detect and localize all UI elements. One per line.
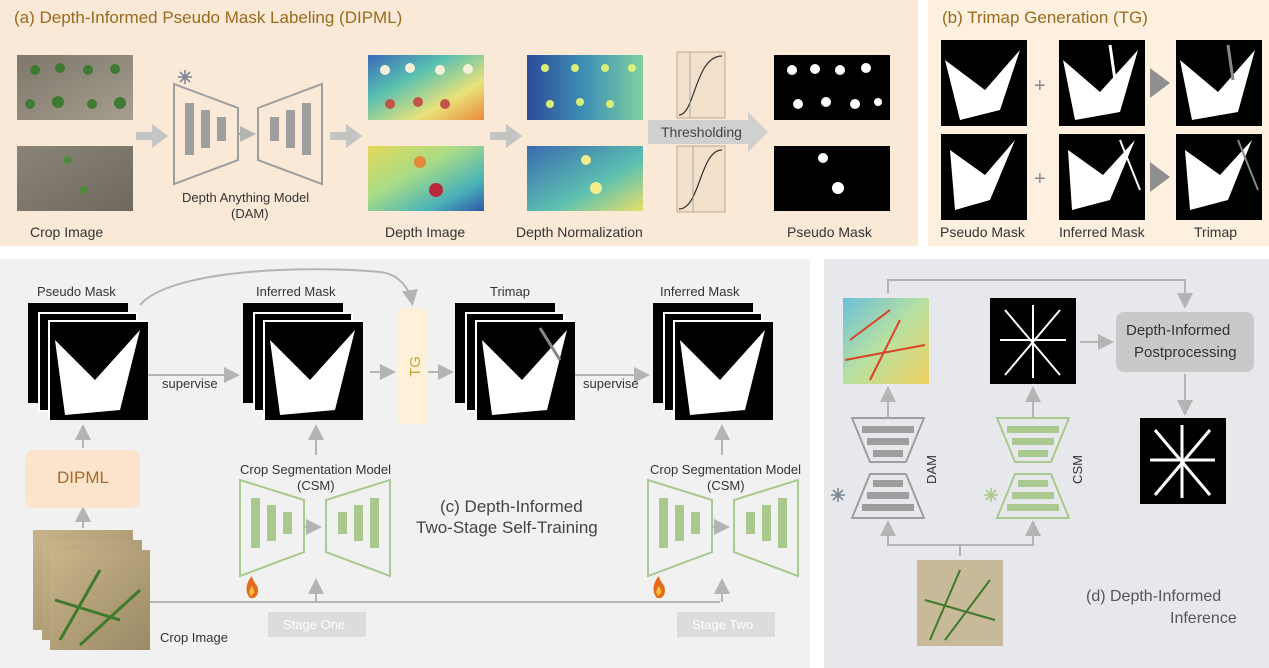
depth-image-label: Depth Image: [385, 224, 466, 240]
dam-model-a: [173, 82, 323, 186]
pseudo-mask-label: Pseudo Mask: [787, 224, 872, 240]
arrow-right-icon: [330, 124, 362, 148]
csm-model-stage-two: [647, 478, 799, 578]
postprocessing-label: Depth-Informed: [1126, 322, 1231, 339]
stage-two-box: [677, 612, 775, 637]
trimap-label-c: Trimap: [490, 284, 530, 299]
inferred-mask-label-c2: Inferred Mask: [660, 284, 740, 299]
inferred-mask-label-b: Inferred Mask: [1059, 224, 1145, 240]
trimap-label-b: Trimap: [1194, 224, 1238, 240]
depth-image-bottom: [368, 146, 484, 211]
csm-output-mask-d: [990, 298, 1076, 384]
csm-label-1: Crop Segmentation Model: [240, 462, 392, 477]
snowflake-icon: [984, 488, 998, 502]
csm-label-d: CSM: [1069, 455, 1085, 484]
trimap-b1: [1176, 40, 1262, 126]
crop-image-stack: [33, 530, 150, 650]
flame-icon: [653, 576, 665, 599]
pseudo-mask-b1: [941, 40, 1027, 126]
trimap-b2: [1176, 134, 1262, 220]
dam-label-d: DAM: [923, 455, 939, 484]
pseudo-mask-b2: [941, 134, 1027, 220]
inferred-mask-stack-2: [653, 303, 773, 420]
csm-label-2-abbr: (CSM): [707, 478, 745, 493]
pseudo-mask-bottom: [774, 146, 890, 211]
pseudo-mask-top: [774, 55, 890, 120]
crop-image-d: [917, 560, 1003, 646]
depth-image-d: [843, 298, 929, 384]
depth-image-top: [368, 55, 484, 120]
plus-icon: +: [1034, 168, 1046, 190]
inferred-mask-stack-1: [243, 303, 363, 420]
csm-label-1-abbr: (CSM): [297, 478, 335, 493]
snowflake-icon: [178, 70, 192, 84]
panel-c-title-line2: Two-Stage Self-Training: [416, 518, 598, 537]
stage-one-label: Stage One: [283, 617, 346, 632]
play-arrow-icon: [1150, 68, 1170, 98]
depth-normalized-bottom: [527, 146, 643, 211]
crop-image-top: [17, 55, 133, 120]
csm-model-stage-one: [239, 478, 391, 578]
threshold-curve-top: [676, 51, 726, 119]
tg-label: TG: [406, 356, 424, 377]
panel-d-title-line2: Inference: [1170, 610, 1237, 627]
postprocessing-label-line2: Postprocessing: [1134, 344, 1237, 361]
dam-label-abbr: (DAM): [231, 206, 269, 221]
depth-normalized-top: [527, 55, 643, 120]
supervise-label-1: supervise: [162, 376, 218, 391]
dam-model-d: [850, 417, 926, 519]
final-mask-d: [1140, 418, 1226, 504]
inferred-mask-label-c1: Inferred Mask: [256, 284, 336, 299]
trimap-stack: [455, 303, 575, 420]
pseudo-mask-label-c: Pseudo Mask: [37, 284, 116, 299]
pseudo-mask-label-b: Pseudo Mask: [940, 224, 1025, 240]
threshold-curve-bottom: [676, 145, 726, 213]
csm-label-2: Crop Segmentation Model: [650, 462, 802, 477]
arrow-right-icon: [490, 124, 522, 148]
crop-image-label-c: Crop Image: [160, 630, 228, 645]
panel-b-title: (b) Trimap Generation (TG): [942, 8, 1148, 27]
play-arrow-icon: [1150, 162, 1170, 192]
stage-one-box: [268, 612, 366, 637]
thresholding-arrow: [648, 112, 768, 152]
thresholding-label: Thresholding: [661, 124, 742, 140]
snowflake-icon: [831, 488, 845, 502]
depth-normalization-label: Depth Normalization: [516, 224, 643, 240]
panel-c-title: (c) Depth-Informed: [440, 497, 583, 516]
dam-label: Depth Anything Model: [182, 190, 310, 205]
arrow-right-icon: [136, 124, 168, 148]
tg-box: [398, 308, 428, 424]
inferred-mask-b2: [1059, 134, 1145, 220]
panel-d-title: (d) Depth-Informed: [1086, 588, 1222, 605]
crop-image-bottom: [17, 146, 133, 211]
crop-image-label: Crop Image: [30, 224, 104, 240]
csm-model-d: [995, 417, 1071, 519]
dipml-label: DIPML: [57, 468, 109, 487]
plus-icon: +: [1034, 75, 1046, 97]
inferred-mask-b1: [1059, 40, 1145, 126]
postprocessing-box: [1116, 312, 1254, 372]
flame-icon: [246, 576, 258, 599]
pseudo-mask-stack: [28, 303, 148, 420]
stage-two-label: Stage Two: [692, 617, 754, 632]
supervise-label-2: supervise: [583, 376, 639, 391]
panel-a-title: (a) Depth-Informed Pseudo Mask Labeling …: [14, 8, 403, 27]
dipml-box: [25, 450, 140, 508]
